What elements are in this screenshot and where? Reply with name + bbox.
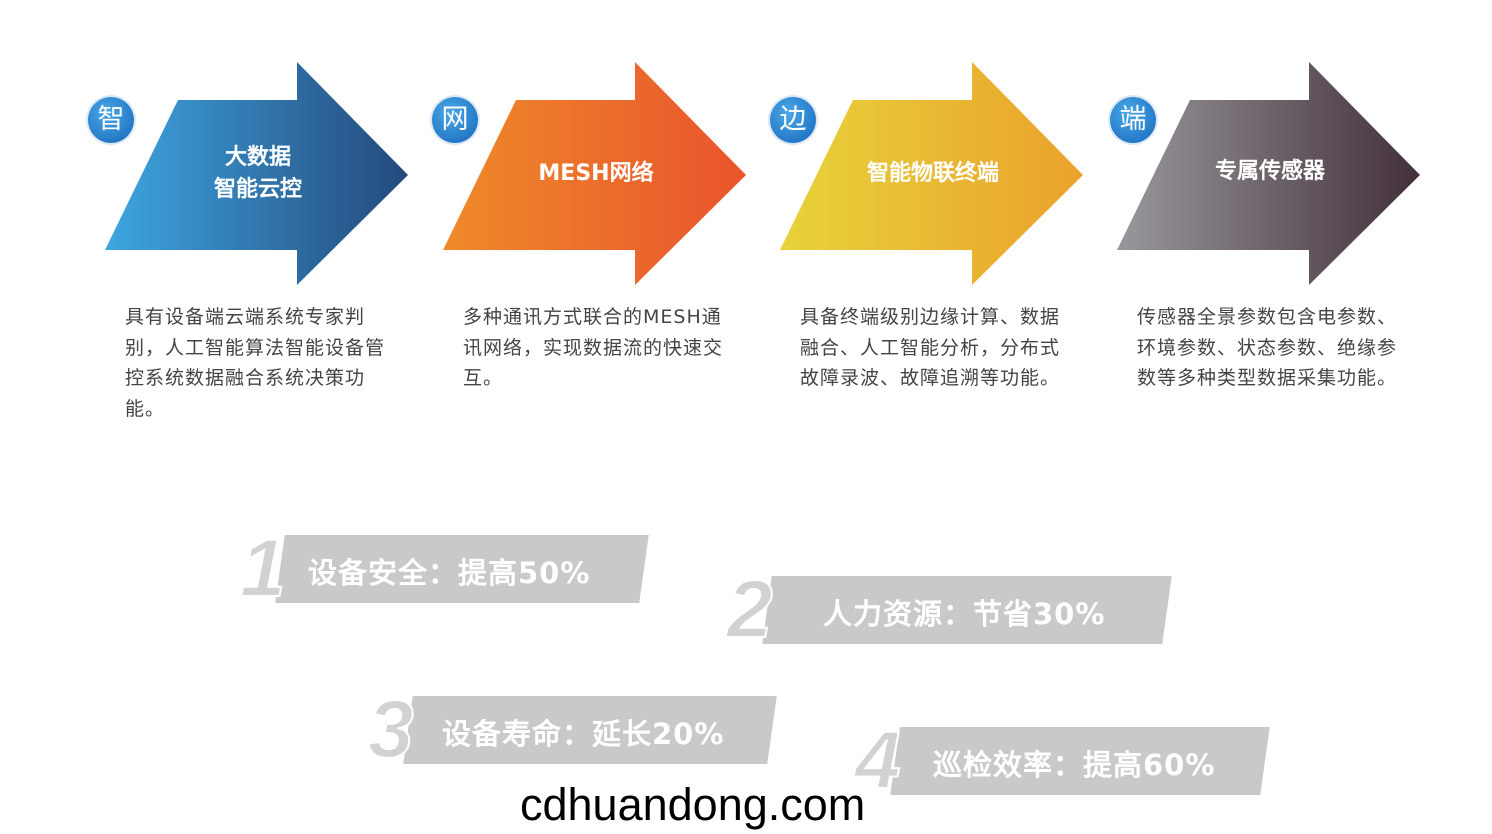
banner-text: 巡检效率：提高60% xyxy=(933,748,1216,782)
benefit-banner-2: 2 人力资源：节省30% xyxy=(726,564,1172,655)
step-description: 具有设备端云端系统专家判别，人工智能算法智能设备管控系统数据融合系统决策功能。 xyxy=(125,306,386,420)
step-arrow-sensor: 专属传感器 xyxy=(1115,60,1425,290)
arrow-shape xyxy=(780,62,1083,285)
step-description: 传感器全景参数包含电参数、环境参数、状态参数、绝缘参数等多种类型数据采集功能。 xyxy=(1137,306,1398,389)
step-arrow-big-data: 大数据 智能云控 xyxy=(103,60,413,290)
benefit-banner-4: 4 巡检效率：提高60% xyxy=(854,715,1270,806)
step-arrow-mesh: MESH网络 xyxy=(441,60,751,290)
banner-number: 2 xyxy=(726,564,774,655)
banner-number: 1 xyxy=(239,523,287,614)
step-title: 智能物联终端 xyxy=(866,161,999,186)
banner-text: 设备寿命：延长20% xyxy=(442,717,725,751)
arrow-shape xyxy=(105,62,408,285)
watermark: cdhuandong.com xyxy=(520,779,866,830)
step-title: MESH网络 xyxy=(538,161,654,186)
benefit-banner-3: 3 设备寿命：延长20% xyxy=(367,684,777,775)
arrow-shape xyxy=(1117,62,1420,285)
step-title: 大数据 智能云控 xyxy=(213,145,302,202)
banner-number: 4 xyxy=(854,715,902,806)
benefit-banner-1: 1 设备安全：提高50% xyxy=(239,523,649,614)
banner-text: 设备安全：提高50% xyxy=(308,556,591,590)
arrow-shape xyxy=(443,62,746,285)
badge-zhi: 智 xyxy=(88,97,134,143)
badge-bian: 边 xyxy=(770,97,816,143)
badge-duan: 端 xyxy=(1110,97,1156,143)
step-arrow-iot-terminal: 智能物联终端 xyxy=(778,60,1088,290)
step-description: 多种通讯方式联合的MESH通讯网络，实现数据流的快速交互。 xyxy=(463,306,724,389)
banner-number: 3 xyxy=(367,684,415,775)
badge-wang: 网 xyxy=(432,97,478,143)
banner-text: 人力资源：节省30% xyxy=(823,597,1106,631)
step-description: 具备终端级别边缘计算、数据融合、人工智能分析，分布式故障录波、故障追溯等功能。 xyxy=(800,306,1061,389)
step-title: 专属传感器 xyxy=(1214,159,1325,184)
